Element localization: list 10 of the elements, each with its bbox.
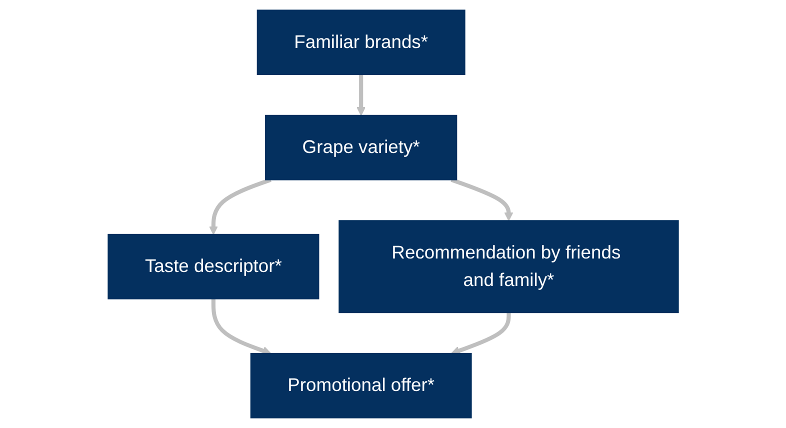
arrow	[450, 312, 511, 355]
arrow	[211, 298, 271, 355]
arrow	[356, 74, 366, 116]
node-box: Taste descriptor*	[107, 234, 319, 300]
node-box: Recommendation by friends and family*	[338, 220, 679, 314]
node-box: Familiar brands*	[256, 10, 466, 76]
node-box: Promotional offer*	[250, 352, 472, 418]
node-box: Grape variety*	[264, 114, 457, 180]
arrow	[208, 178, 272, 235]
arrow	[450, 178, 513, 222]
